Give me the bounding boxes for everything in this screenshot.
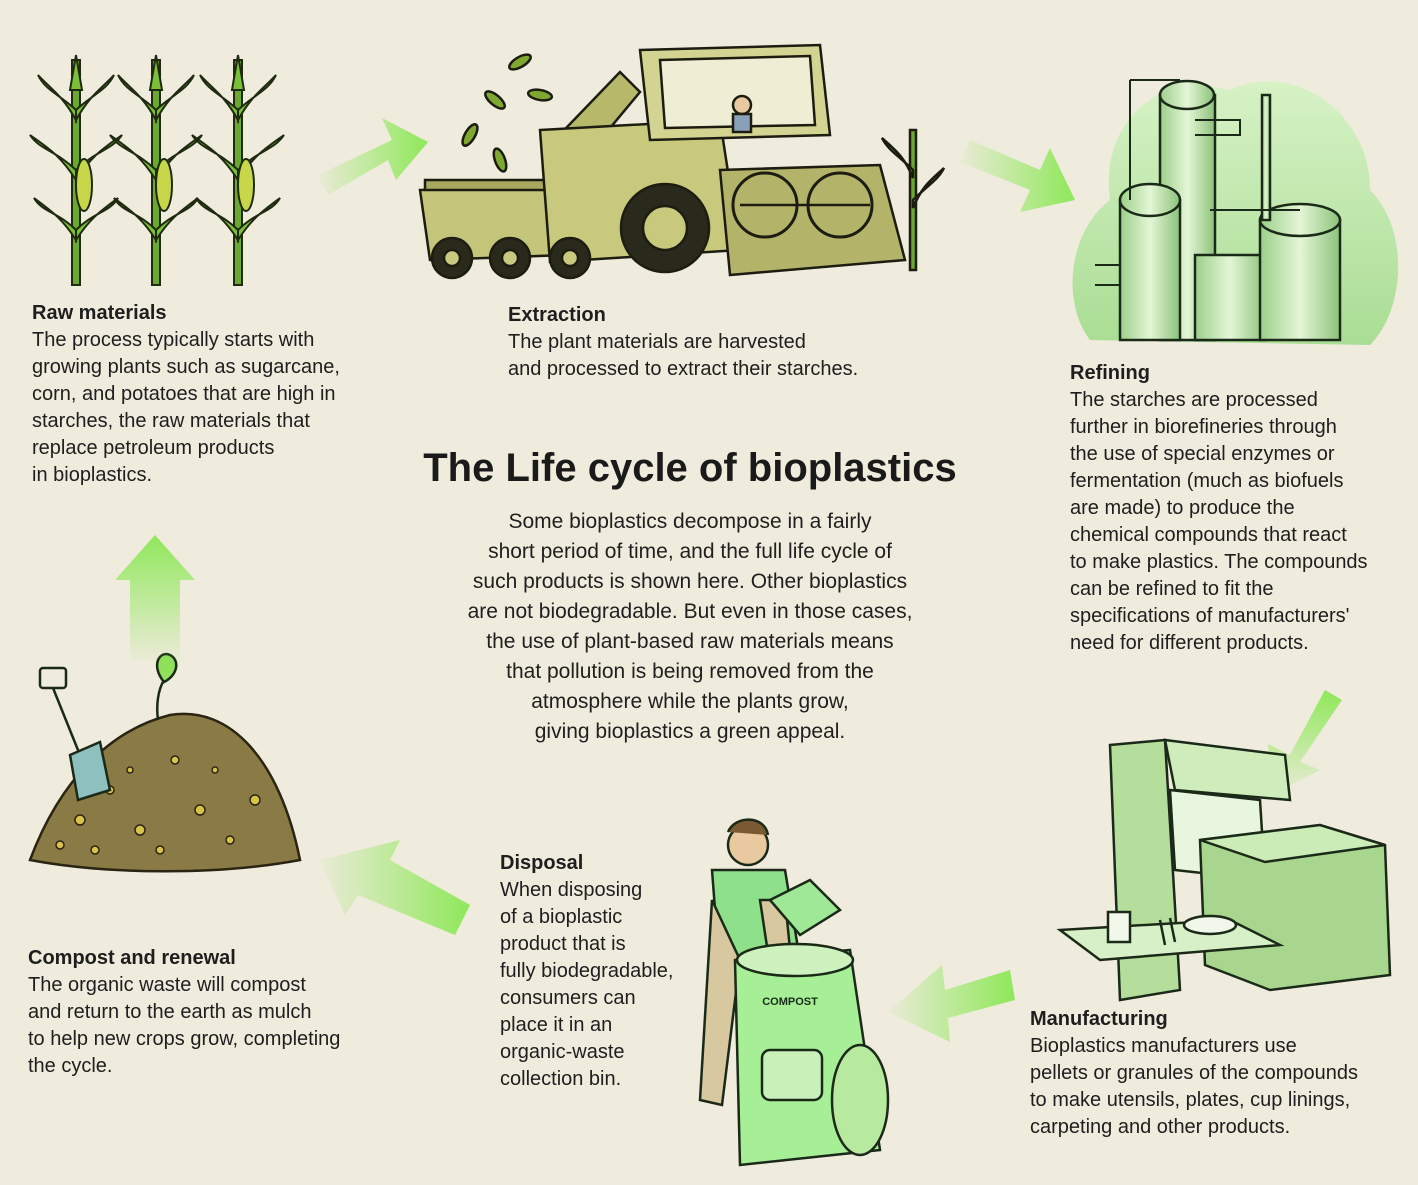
arrow-icon [320, 840, 470, 935]
stage-heading: Raw materials [32, 302, 167, 324]
arrow-icon [115, 535, 195, 660]
stage-description: Bioplastics manufacturers use pellets or… [1030, 1035, 1358, 1138]
stage-description: The plant materials are harvested and pr… [508, 331, 859, 380]
arrow-icon [888, 965, 1015, 1042]
stage-heading: Extraction [508, 304, 606, 326]
stage-compost: Compost and renewal The organic waste wi… [28, 945, 408, 1080]
stage-manufacturing: Manufacturing Bioplastics manufacturers … [1030, 1006, 1410, 1141]
arrow-icon [318, 118, 428, 195]
sprout-icon [155, 652, 178, 721]
arrow-icon [960, 140, 1075, 212]
stage-extraction: Extraction The plant materials are harve… [508, 302, 928, 383]
refinery-icon [1072, 79, 1399, 345]
harvester-icon [418, 43, 946, 280]
stage-heading: Manufacturing [1030, 1008, 1168, 1030]
compost-pile-icon [28, 712, 302, 873]
stage-description: The organic waste will compost and retur… [28, 974, 341, 1077]
stage-heading: Compost and renewal [28, 947, 236, 969]
intro-paragraph: Some bioplastics decompose in a fairly s… [467, 510, 913, 743]
bin-label: COMPOST [762, 996, 818, 1008]
stage-heading: Disposal [500, 852, 584, 874]
page-title: The Life cycle of bioplastics [423, 446, 957, 490]
stage-description: The process typically starts with growin… [32, 329, 340, 486]
stage-raw-materials: Raw materials The process typically star… [32, 300, 392, 489]
person-with-bin-icon [698, 818, 890, 1167]
shovel-icon [38, 666, 112, 802]
stage-description: When disposing of a bioplastic product t… [500, 879, 674, 1090]
corn-plant-icon [29, 54, 285, 286]
stage-disposal: Disposal When disposing of a bioplastic … [500, 850, 710, 1093]
stage-heading: Refining [1070, 362, 1150, 384]
stage-description: The starches are processed further in bi… [1070, 389, 1368, 654]
stage-refining: Refining The starches are processed furt… [1070, 360, 1410, 657]
factory-machine-icon [1056, 738, 1392, 1002]
